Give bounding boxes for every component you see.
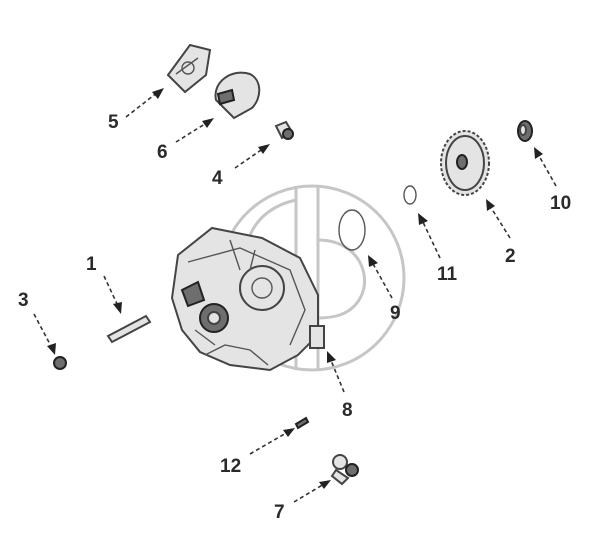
callout-labels: 5 6 4 1 3 2 10 11 9 8 12 7 xyxy=(18,112,571,523)
part-7-fitting xyxy=(330,454,359,486)
leader-lines xyxy=(33,88,557,503)
part-6-cover xyxy=(214,71,261,120)
callout-12: 12 xyxy=(220,456,241,477)
part-12-pin xyxy=(294,416,310,430)
pump-housing xyxy=(170,226,325,372)
callout-6: 6 xyxy=(157,142,168,163)
callout-3: 3 xyxy=(18,290,29,311)
part-1-pin xyxy=(106,314,152,344)
callout-11: 11 xyxy=(437,264,458,285)
callout-8: 8 xyxy=(342,400,353,421)
callout-7: 7 xyxy=(274,502,285,523)
part-10-nut xyxy=(517,120,533,142)
part-3-nut xyxy=(53,356,67,370)
callout-9: 9 xyxy=(390,303,401,324)
callout-5: 5 xyxy=(108,112,119,133)
part-5-cover-plate xyxy=(166,43,212,94)
callout-4: 4 xyxy=(212,168,223,189)
part-11-washer xyxy=(403,185,417,205)
part-4-plug xyxy=(274,120,294,140)
callout-10: 10 xyxy=(550,193,571,214)
callout-2: 2 xyxy=(505,246,516,267)
part-2-gear xyxy=(440,130,490,196)
callout-1: 1 xyxy=(86,254,97,275)
part-9-seal-ring xyxy=(338,209,366,251)
